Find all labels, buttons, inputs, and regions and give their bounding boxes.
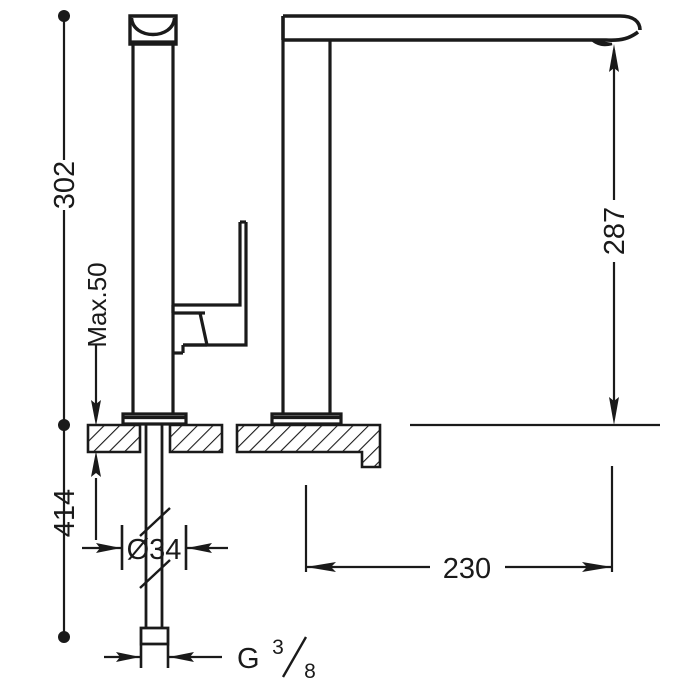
dimension-label-max50: Max.50: [82, 262, 112, 347]
threaded-shank: [139, 424, 171, 646]
dimension-230: [304, 466, 614, 572]
dimension-g38: [104, 645, 222, 668]
thread-fraction-numerator: 3: [272, 636, 284, 659]
dimension-label-g: G: [237, 643, 260, 675]
dimension-d34: [82, 525, 228, 570]
dimension-label-414: 414: [49, 489, 81, 537]
dimension-label-d34: Ø34: [127, 534, 182, 566]
dimension-414-arrow: [91, 451, 101, 540]
countertop-sections: [86, 423, 382, 469]
dimension-max50-arrow: [91, 345, 101, 426]
fraction-slash: [281, 636, 308, 678]
mixer-body-column: [128, 14, 178, 414]
lever-handle: [171, 220, 248, 355]
dimension-302: [58, 10, 70, 643]
dimension-label-thread-fraction: 3 8: [272, 636, 316, 683]
body-base-flange: [121, 412, 188, 426]
dimension-label-287: 287: [599, 207, 631, 255]
spout-assembly: [270, 14, 642, 426]
dimension-287: [410, 44, 660, 427]
dimension-label-302: 302: [49, 161, 81, 209]
thread-fraction-denominator: 8: [304, 660, 316, 683]
dimension-label-230: 230: [443, 553, 491, 585]
